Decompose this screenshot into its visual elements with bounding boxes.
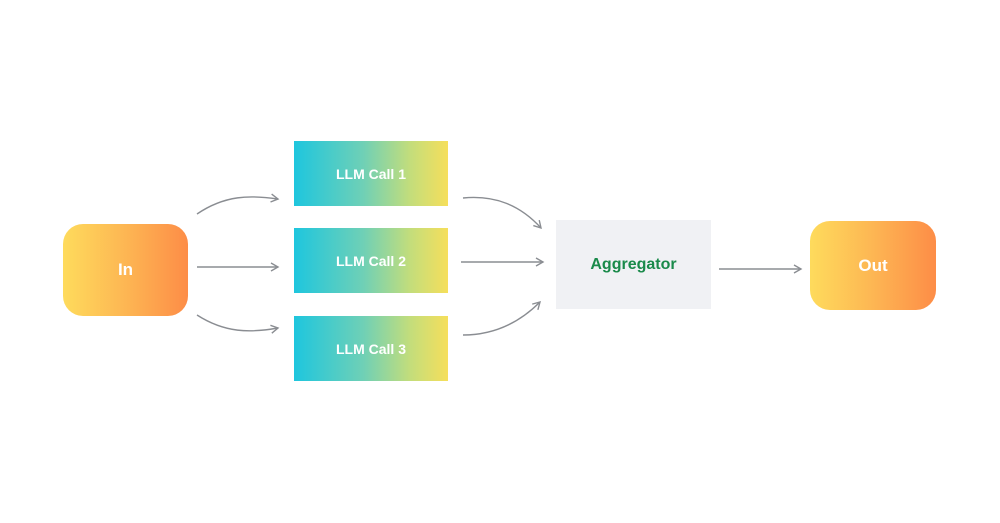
llm-call-2-label: LLM Call 2	[335, 252, 406, 269]
llm-call-3-label: LLM Call 3	[335, 340, 406, 357]
output-node: Out	[810, 221, 936, 310]
aggregator-node: Aggregator	[556, 220, 711, 309]
edge-llm1-to-aggregator	[462, 196, 542, 230]
edge-in-to-llm1	[196, 193, 280, 215]
input-node-label: In	[117, 260, 134, 279]
llm-call-1-node: LLM Call 1	[294, 141, 448, 206]
output-node-label: Out	[858, 255, 888, 275]
edge-in-to-llm3	[196, 314, 280, 334]
llm-call-3-node: LLM Call 3	[294, 316, 448, 381]
input-node: In	[63, 224, 188, 316]
aggregator-node-label: Aggregator	[590, 255, 677, 273]
llm-call-1-label: LLM Call 1	[335, 165, 406, 182]
edge-llm3-to-aggregator	[462, 301, 541, 336]
llm-call-2-node: LLM Call 2	[294, 228, 448, 293]
